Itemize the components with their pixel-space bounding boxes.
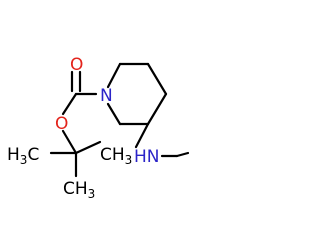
methyl-ch3-bottom-sub: 3 [88, 187, 96, 201]
bond-n-c6 [106, 62, 122, 89]
methyl-ch3-top-sub: 3 [125, 153, 133, 167]
methyl-ch3-top-main: CH [100, 145, 125, 165]
methyl-ch3-top-label: CH3 [100, 145, 132, 167]
bond-c5-c4 [146, 62, 168, 96]
bond-c3-nh [134, 122, 150, 149]
bond-methyl-stub [175, 151, 190, 158]
bond-c2-n [106, 102, 122, 126]
carbonyl-oxygen-label: O [70, 55, 83, 75]
amine-nh-label: HN [134, 147, 160, 167]
methyl-h3c-sub: 3 [20, 153, 28, 167]
bond-cq-ch3-top [74, 140, 102, 155]
methyl-h3c-h: H [7, 145, 20, 165]
bond-c4-c3 [146, 92, 168, 126]
methyl-h3c-label: H3C [7, 145, 39, 167]
methyl-ch3-bottom-main: CH [63, 179, 88, 199]
structure-diagram: N O O HN H3C CH3 CH3 [7, 55, 190, 201]
molecule-svg: N O O HN H3C CH3 CH3 [7, 55, 190, 201]
methyl-h3c-c: C [27, 145, 39, 165]
ring-nitrogen-label: N [100, 86, 113, 106]
ester-oxygen-label: O [55, 114, 68, 134]
bond-carbonyl-ester-o [61, 92, 78, 116]
atom-labels: N O O HN H3C CH3 CH3 [7, 55, 160, 201]
bonds [49, 62, 190, 178]
methyl-ch3-bottom-label: CH3 [63, 179, 95, 201]
bond-ester-o-cq [61, 129, 78, 155]
